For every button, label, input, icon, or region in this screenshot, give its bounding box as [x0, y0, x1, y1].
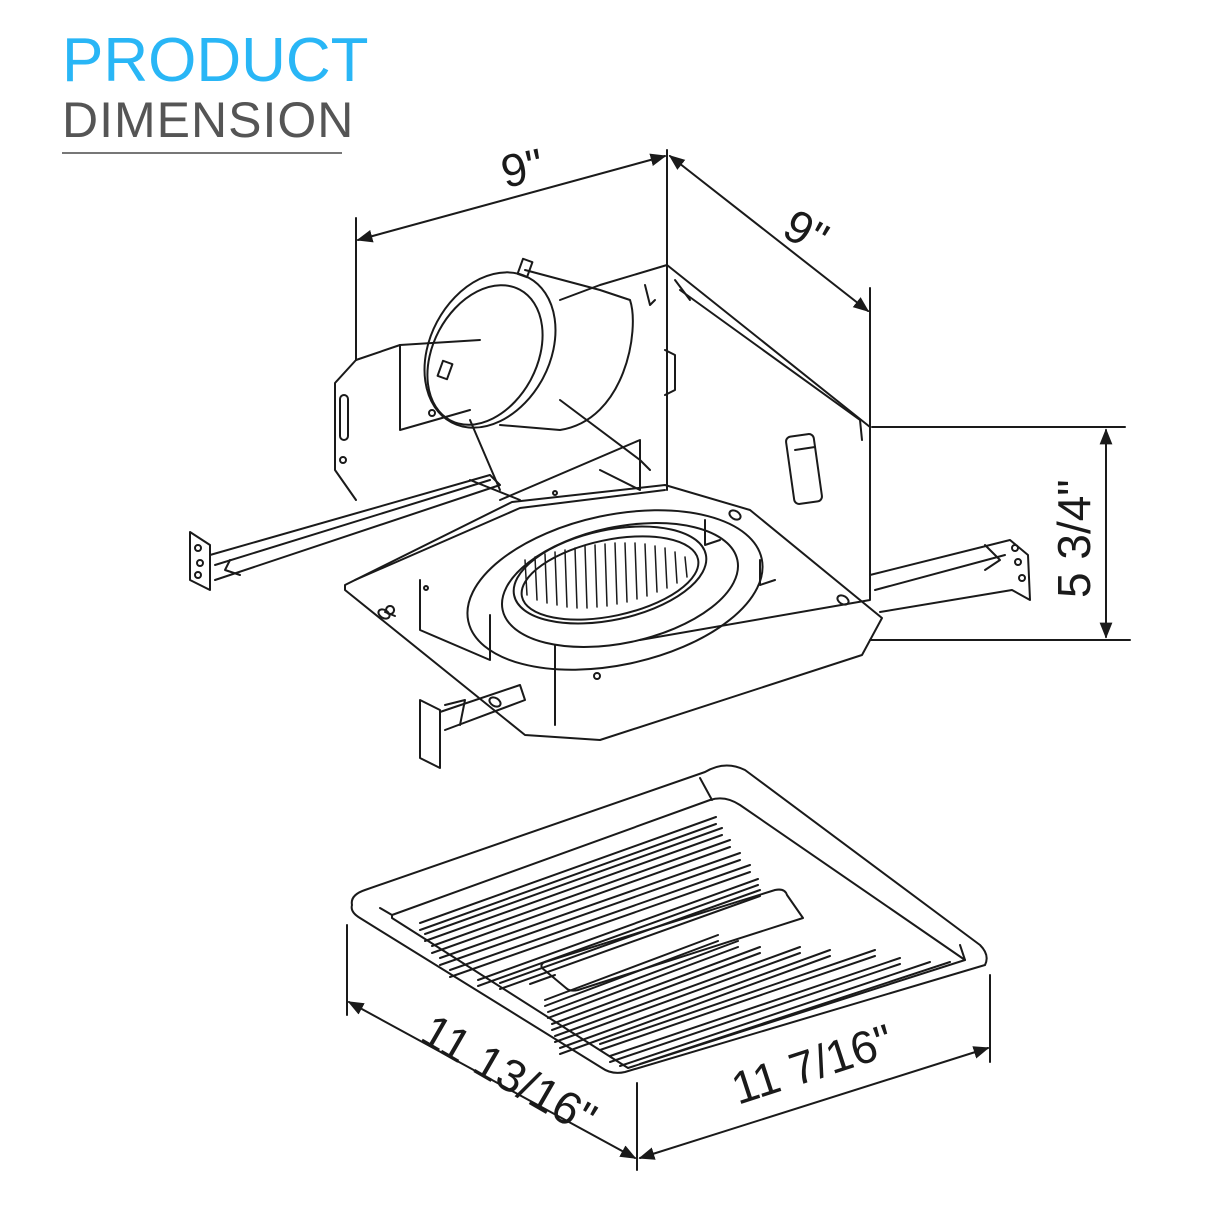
- title-underline: [62, 152, 342, 154]
- title-block: PRODUCT DIMENSION: [62, 26, 369, 154]
- dimension-length-grille: [346, 924, 638, 1171]
- label-housing-width: 9": [496, 138, 548, 198]
- fan-housing-drawing: [189, 257, 1031, 769]
- dimension-height-housing: [869, 426, 1131, 641]
- title-product: PRODUCT: [62, 26, 369, 95]
- dimension-depth-housing: [668, 155, 871, 431]
- label-housing-depth: 9": [775, 199, 837, 265]
- dimension-width-housing: [355, 149, 668, 361]
- grille-drawing: [350, 764, 988, 1074]
- label-housing-height: 5 3/4": [1048, 479, 1100, 598]
- dimension-width-grille: [638, 974, 991, 1160]
- title-dimension: DIMENSION: [62, 92, 355, 148]
- label-grille-length: 11 13/16": [413, 1004, 605, 1145]
